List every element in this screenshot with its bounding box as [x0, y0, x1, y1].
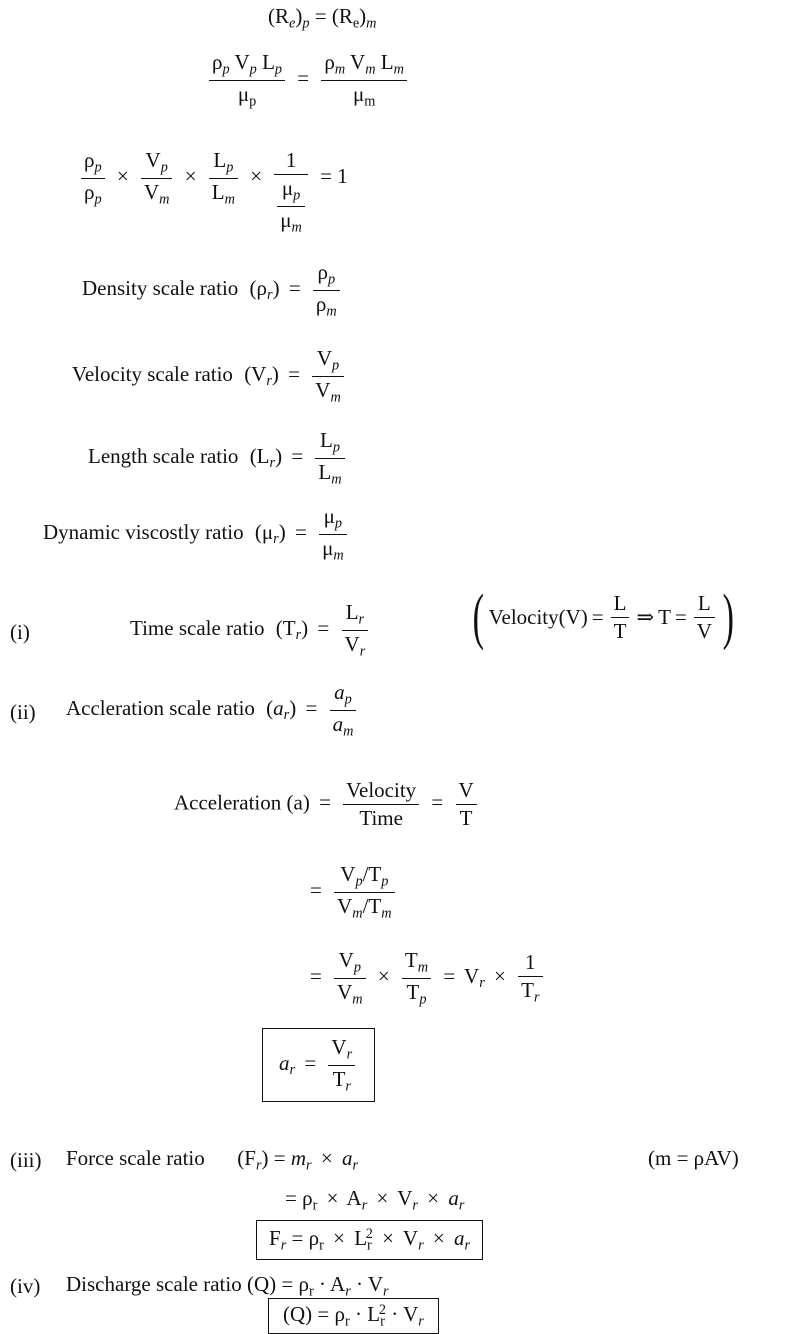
force-step: = ρr × Ar × Vr × ar [285, 1186, 465, 1214]
velocity-word-frac: Velocity [346, 778, 417, 802]
viscosity-label: Dynamic viscostly ratio [43, 519, 244, 544]
item-number-i: (i) [10, 620, 30, 644]
velocity-word: Velocity [488, 605, 559, 630]
item-number-iv: (iv) [10, 1274, 41, 1298]
length-label: Length scale ratio [88, 443, 239, 468]
acceleration-label: Acceleration (a) [174, 790, 310, 815]
discharge-scale-ratio: Discharge scale ratio (Q) = ρr · Ar · Vr [66, 1272, 389, 1300]
reynolds-equality: (Re)p = (Re)m [268, 4, 377, 32]
time-label: Time scale ratio [130, 615, 265, 640]
item-number-iii: (iii) [10, 1148, 42, 1172]
velocity-label: Velocity scale ratio [72, 361, 233, 386]
time-word-frac: Time [343, 804, 420, 829]
force-label: Force scale ratio [66, 1146, 205, 1170]
accel-ratio-label: Accleration scale ratio [66, 695, 255, 720]
force-result-box: Fr = ρr × Lr2 × Vr × ar [256, 1220, 484, 1260]
discharge-result-box: (Q) = ρr · Lr2 · Vr [268, 1298, 439, 1334]
discharge-label: Discharge scale ratio [66, 1272, 242, 1296]
force-scale-ratio: Force scale ratio (Fr) = mr × ar [66, 1146, 359, 1174]
density-label: Density scale ratio [82, 275, 239, 300]
item-number-ii: (ii) [10, 700, 36, 724]
mass-relation-note: (m = ρAV) [648, 1146, 739, 1170]
